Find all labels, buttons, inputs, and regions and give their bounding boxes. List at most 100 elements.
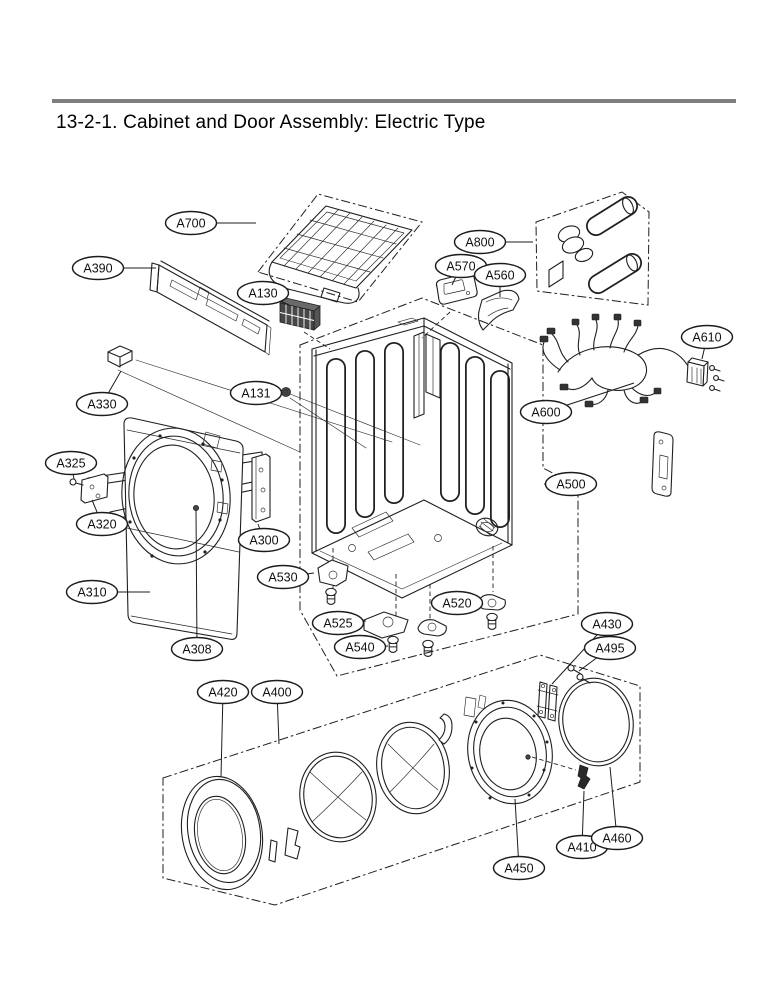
header-rule: [52, 99, 736, 103]
part-wire-harness: [539, 313, 695, 408]
callout-A700: A700: [164, 210, 256, 236]
callout-oval: [311, 610, 365, 636]
callout-label: A310: [77, 586, 106, 600]
callout-oval: [680, 324, 734, 350]
part-screw-a308: [192, 504, 199, 511]
callout-label: A430: [592, 618, 621, 632]
callout-label: A500: [556, 478, 585, 492]
callout-A450: A450: [492, 798, 546, 881]
part-base-brackets: [317, 559, 506, 657]
callout-A500: A500: [544, 471, 598, 497]
callout-label: A530: [268, 571, 297, 585]
callout-A130: A130: [236, 280, 290, 306]
part-vent-duct-kit: [535, 191, 650, 306]
callout-A308: A308: [170, 510, 224, 662]
callout-A320: A320: [75, 499, 129, 537]
callout-label: A325: [56, 457, 85, 471]
callout-label: A420: [208, 686, 237, 700]
callout-oval: [473, 262, 527, 288]
callout-label: A800: [465, 236, 494, 250]
callout-label: A390: [83, 262, 112, 276]
callout-A800: A800: [453, 229, 533, 255]
callout-label: A300: [249, 534, 278, 548]
callout-oval: [583, 635, 637, 661]
callout-label: A400: [262, 686, 291, 700]
callout-label: A460: [602, 832, 631, 846]
callout-label: A560: [485, 269, 514, 283]
callout-oval: [75, 391, 129, 417]
callout-A400: A400: [250, 679, 304, 745]
callout-oval: [65, 579, 119, 605]
callout-A430: A430: [551, 611, 634, 685]
callout-A325: A325: [44, 450, 98, 480]
callout-label: A495: [595, 642, 624, 656]
callout-label: A130: [248, 287, 277, 301]
callout-oval: [196, 679, 250, 705]
callout-oval: [170, 636, 224, 662]
callout-A495: A495: [578, 635, 637, 672]
callout-oval: [236, 280, 290, 306]
callout-A390: A390: [71, 255, 156, 281]
callout-label: A410: [567, 841, 596, 855]
callout-A520: A520: [430, 590, 484, 616]
callout-oval: [430, 590, 484, 616]
part-top-trim-panel: [149, 260, 272, 356]
callout-oval: [544, 471, 598, 497]
callout-label: A308: [182, 643, 211, 657]
callout-A310: A310: [65, 579, 150, 605]
callout-oval: [492, 855, 546, 881]
callout-leader: [220, 691, 224, 778]
callout-oval: [75, 511, 129, 537]
part-front-panel: [69, 417, 271, 640]
callout-A330: A330: [75, 370, 129, 417]
callout-oval: [71, 255, 125, 281]
part-cover-plate: [421, 272, 478, 339]
part-latch-plate: [651, 431, 674, 497]
callout-oval: [256, 564, 310, 590]
part-door-assembly: [162, 654, 641, 906]
part-air-guide: [477, 289, 520, 331]
callout-label: A600: [531, 406, 560, 420]
part-terminal-block: [686, 357, 725, 392]
part-latch-a410: [577, 764, 591, 790]
callout-A530: A530: [256, 564, 315, 590]
part-hinge-a430: [536, 681, 559, 722]
callout-label: A450: [504, 862, 533, 876]
part-drying-rack: [257, 193, 423, 304]
callout-A131: A131: [229, 380, 283, 406]
callout-label: A520: [442, 597, 471, 611]
callout-A525: A525: [311, 610, 367, 636]
callout-A540: A540: [333, 634, 389, 660]
callout-A600: A600: [519, 382, 635, 425]
callout-oval: [229, 380, 283, 406]
callout-oval: [519, 399, 573, 425]
callout-oval: [164, 210, 218, 236]
part-connector-block: [279, 297, 331, 350]
callout-oval: [590, 825, 644, 851]
callout-label: A610: [692, 331, 721, 345]
callout-A300: A300: [237, 523, 291, 553]
callout-oval: [580, 611, 634, 637]
callout-label: A320: [87, 518, 116, 532]
callout-label: A540: [345, 641, 374, 655]
callout-oval: [250, 679, 304, 705]
callout-A560: A560: [473, 262, 527, 297]
callout-label: A570: [446, 260, 475, 274]
callout-A610: A610: [680, 324, 734, 360]
callout-oval: [237, 527, 291, 553]
callout-leader: [195, 510, 198, 650]
part-bracket-a300: [251, 453, 271, 523]
callout-A460: A460: [590, 766, 644, 851]
callout-oval: [44, 450, 98, 476]
callout-label: A525: [323, 617, 352, 631]
callout-oval: [333, 634, 387, 660]
part-bracket-a320: [80, 473, 109, 504]
callout-label: A131: [241, 387, 270, 401]
part-screw-a325: [69, 478, 84, 486]
callout-A410: A410: [555, 790, 609, 860]
callout-label: A700: [176, 217, 205, 231]
part-screws-a495: [567, 664, 591, 684]
